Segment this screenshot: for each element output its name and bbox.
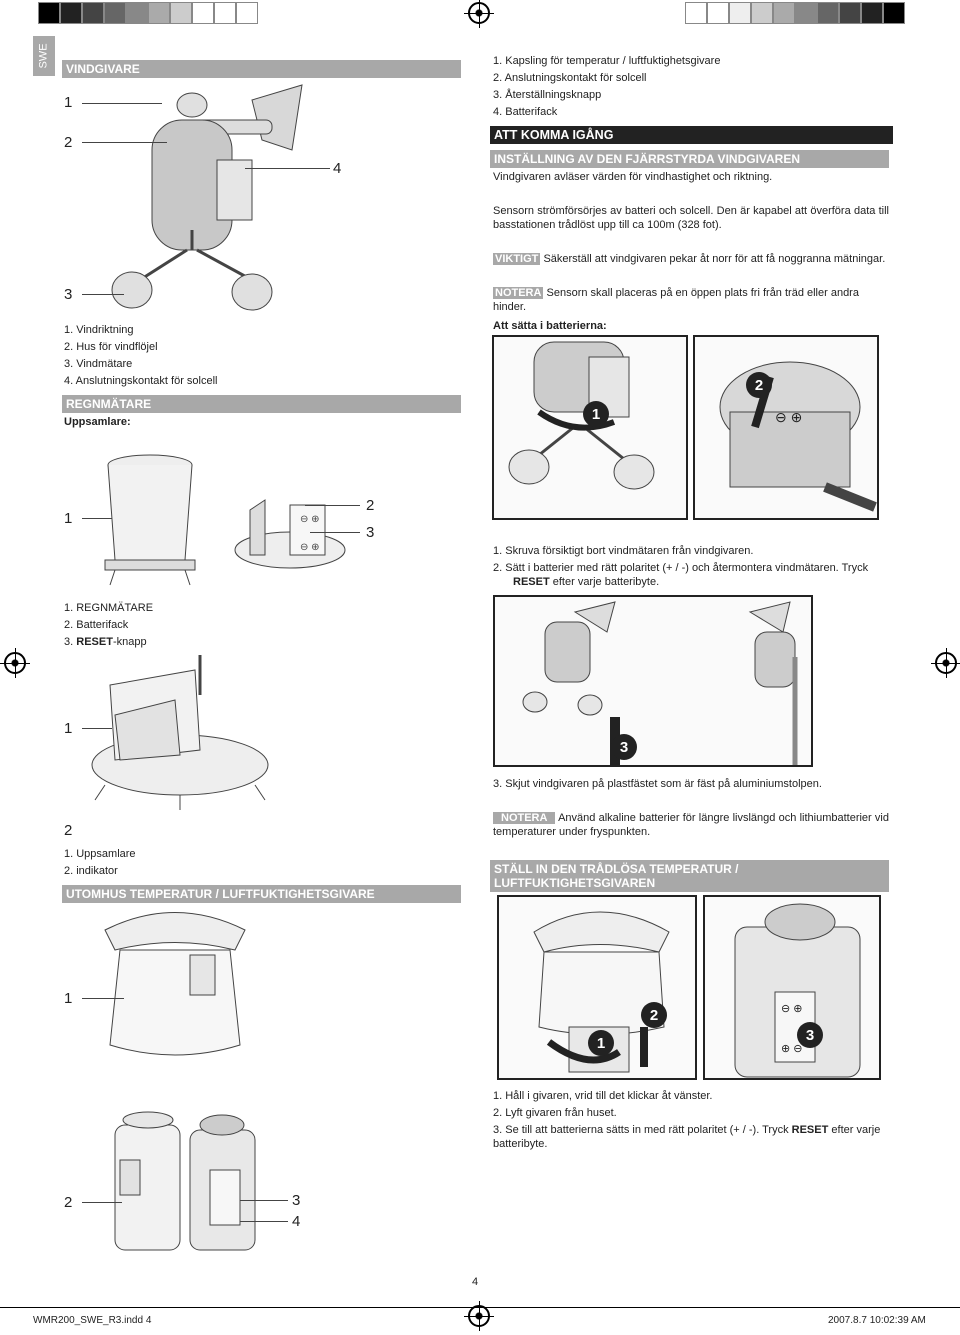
language-tab: SWE (33, 36, 55, 76)
registration-mark-icon (464, 1301, 494, 1331)
step-badge-3: 3 (611, 734, 637, 760)
svg-text:⊖ ⊕: ⊖ ⊕ (775, 409, 802, 425)
wind-parts-list: 1. Vindriktning 2. Hus för vindflöjel 3.… (64, 322, 217, 390)
outdoor-section-title: UTOMHUS TEMPERATUR / LUFTFUKTIGHETSGIVAR… (62, 885, 461, 903)
list-item: 1. Uppsamlare (64, 848, 136, 860)
battery-title: Att sätta i batterierna: (493, 320, 607, 332)
callout-line (82, 518, 112, 519)
list-item: 2. indikator (64, 865, 118, 877)
list-item: 3. RESET-knapp (64, 636, 147, 648)
svg-text:⊖ ⊕: ⊖ ⊕ (300, 542, 320, 553)
wind-section-title: VINDGIVARE (62, 60, 461, 78)
rain-gauge-base-illustration (91, 655, 269, 810)
page-number: 4 (472, 1276, 479, 1288)
color-swatches-left (38, 2, 258, 24)
callout-4: 4 (333, 160, 342, 177)
list-item: 4. Batterifack (493, 106, 558, 118)
callout-3: 3 (292, 1192, 301, 1209)
battery-type-note: NOTERA Använd alkaline batterier för län… (493, 812, 889, 838)
footer-rule (0, 1307, 960, 1308)
placement-note: NOTERA Sensorn skall placeras på en öppe… (493, 287, 859, 313)
step-badge-1: 1 (583, 401, 609, 427)
rain-parts-list: 1. REGNMÄTARE 2. Batterifack 3. RESET-kn… (64, 600, 153, 651)
callout-2: 2 (64, 822, 73, 839)
callout-line (82, 142, 167, 143)
callout-1: 1 (64, 510, 73, 527)
rain-subtitle: Uppsamlare: (64, 416, 131, 428)
list-item: 1. Kapsling för temperatur / luftfuktigh… (493, 55, 721, 67)
mounting-figure (493, 595, 813, 767)
wind-sensor-illustration (111, 84, 303, 311)
callout-line (245, 168, 330, 169)
svg-text:⊕ ⊖: ⊕ ⊖ (781, 1043, 803, 1055)
callout-2: 2 (64, 1194, 73, 1211)
thermo-step-2: 2. Lyft givaren från huset. (493, 1107, 617, 1119)
list-item: 2. Batterifack (64, 619, 129, 631)
registration-mark-icon (464, 0, 494, 28)
callout-2: 2 (64, 134, 73, 151)
list-item: 2. Anslutningskontakt för solcell (493, 72, 647, 84)
thermo-hygro-parts-illustration (114, 1111, 256, 1251)
list-item: 3. Återställningsknapp (493, 89, 602, 101)
getting-started-title: ATT KOMMA IGÅNG (490, 126, 893, 144)
rain-section-title: REGNMÄTARE (62, 395, 461, 413)
registration-mark-icon (0, 648, 30, 678)
thermo-setup-title: STÄLL IN DEN TRÅDLÖSA TEMPERATUR / LUFTF… (490, 860, 889, 892)
svg-text:⊖ ⊕: ⊖ ⊕ (300, 514, 320, 525)
rain-collector-illustration (104, 454, 196, 586)
power-paragraph: Sensorn strömförsörjes av batteri och so… (493, 205, 889, 231)
callout-3: 3 (64, 286, 73, 303)
thermo-step-3: 3. Se till att batterierna sätts in med … (493, 1124, 881, 1150)
step-badge-2: 2 (746, 372, 772, 398)
outdoor-parts-list: 1. Kapsling för temperatur / luftfuktigh… (493, 53, 720, 121)
step-badge-2: 2 (641, 1002, 667, 1028)
callout-4: 4 (292, 1213, 301, 1230)
unscrew-figure (492, 335, 688, 520)
setup-wind-title: INSTÄLLNING AV DEN FJÄRRSTYRDA VINDGIVAR… (490, 150, 889, 168)
callout-line (240, 1221, 288, 1222)
color-swatches-right (685, 2, 905, 24)
footer-timestamp: 2007.8.7 10:02:39 AM (828, 1315, 926, 1326)
thermo-step-1: 1. Håll i givaren, vrid till det klickar… (493, 1090, 713, 1102)
callout-line (310, 532, 360, 533)
insert-battery-figure: ⊖ ⊕ (693, 335, 879, 520)
callout-line (82, 998, 124, 999)
callout-line (82, 1202, 122, 1203)
important-note: VIKTIGT Säkerställ att vindgivaren pekar… (493, 253, 886, 265)
step-badge-1: 1 (588, 1030, 614, 1056)
list-item: 4. Anslutningskontakt för solcell (64, 375, 218, 387)
callout-2: 2 (366, 497, 375, 514)
callout-line (82, 728, 112, 729)
registration-mark-icon (931, 648, 960, 678)
callout-1: 1 (64, 990, 73, 1007)
callout-line (305, 505, 360, 506)
callout-1: 1 (64, 94, 73, 111)
intro-paragraph: Vindgivaren avläser värden för vindhasti… (493, 171, 773, 183)
list-item: 3. Vindmätare (64, 358, 133, 370)
footer-filename: WMR200_SWE_R3.indd 4 (33, 1315, 152, 1326)
twist-remove-figure (497, 895, 697, 1080)
collector-parts-list: 1. Uppsamlare 2. indikator (64, 846, 136, 880)
callout-line (82, 103, 162, 104)
step-1: 1. Skruva försiktigt bort vindmätaren fr… (493, 545, 754, 557)
battery-insert-figure: ⊖ ⊕ ⊕ ⊖ (703, 895, 881, 1080)
step-3: 3. Skjut vindgivaren på plastfästet som … (493, 778, 822, 790)
list-item: 1. Vindriktning (64, 324, 134, 336)
battery-compartment-illustration: ⊖ ⊕ ⊖ ⊕ (234, 499, 346, 569)
svg-text:⊖ ⊕: ⊖ ⊕ (781, 1003, 803, 1015)
callout-line (82, 294, 124, 295)
thermo-hygro-sensor-illustration (104, 912, 246, 1056)
step-badge-3: 3 (797, 1022, 823, 1048)
step-2: 2. Sätt i batterier med rätt polaritet (… (493, 562, 869, 588)
callout-line (240, 1200, 288, 1201)
callout-3: 3 (366, 524, 375, 541)
list-item: 2. Hus för vindflöjel (64, 341, 158, 353)
callout-1: 1 (64, 720, 73, 737)
list-item: 1. REGNMÄTARE (64, 602, 154, 614)
